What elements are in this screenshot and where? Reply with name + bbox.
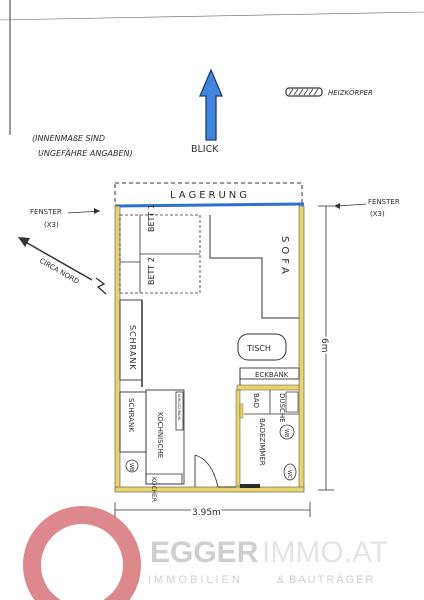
- kitchenette-area: SCHRANK KOCHNISCHE KÜHLSCHRANK KOCHER WB: [119, 389, 185, 502]
- brand-tagline-amp: &: [277, 574, 285, 586]
- table-label: TISCH: [246, 344, 271, 353]
- measurement-note: (INNENMAßE SIND UNGEFÄHRE ANGABEN): [32, 134, 133, 158]
- toilet-icon: [283, 463, 297, 481]
- heater-label: HEIZKÖRPER: [328, 88, 373, 97]
- wash-basin-2-label: WB: [283, 429, 289, 438]
- note-line-1: (INNENMAßE SIND: [32, 134, 105, 143]
- dimension-width: 3.95m: [114, 502, 311, 520]
- bed-area: BETT 1 BETT 2: [119, 204, 201, 294]
- shower-label: DUSCHE: [278, 393, 286, 423]
- corner-bench-label: ECKBANK: [255, 371, 289, 379]
- fridge: [175, 391, 184, 431]
- bathroom-walls: BAD DUSCHE: [235, 384, 300, 487]
- shower-tray: [285, 391, 299, 413]
- bathroom-label: BADEZIMMER: [258, 418, 266, 466]
- bed-1-label: BETT 1: [147, 204, 156, 232]
- sofa-label: SOFA: [279, 236, 290, 278]
- table: TISCH: [237, 333, 287, 361]
- stove: [145, 473, 183, 485]
- brand-tagline-left: IMMOBILIEN: [148, 574, 243, 586]
- kitchenette-label: KOCHNISCHE: [156, 412, 164, 458]
- window-left-annotation: FENSTER (X3): [30, 208, 101, 229]
- wash-basin-2: [279, 424, 295, 440]
- wardrobe-2-label: SCHRANK: [127, 398, 135, 432]
- window-right-count: (X3): [370, 210, 385, 218]
- corner-bench: ECKBANK: [239, 367, 300, 386]
- sofa-area: SOFA: [209, 215, 299, 319]
- view-arrow: BLICK: [191, 68, 223, 155]
- brand-name-light: IMMO.AT: [262, 536, 388, 569]
- view-arrow-label: BLICK: [191, 144, 219, 155]
- circa-north-arrow: CIRCA NORD: [18, 237, 107, 295]
- wash-basin-1: [125, 459, 139, 473]
- brand-name-bold: EGGER: [150, 536, 259, 569]
- brand-logo-icon: [23, 506, 141, 600]
- window-left-label: FENSTER: [30, 208, 62, 216]
- dimension-height: 6m: [317, 205, 334, 491]
- wardrobe-1-label: SCHRANK: [128, 325, 137, 371]
- heater-legend: HEIZKÖRPER: [285, 87, 373, 97]
- window-top: [114, 202, 305, 208]
- note-line-2: UNGEFÄHRE ANGABEN): [38, 148, 133, 158]
- height-dimension-label: 6m: [319, 338, 329, 353]
- stove-label: KOCHER: [150, 477, 157, 502]
- wardrobe-1: SCHRANK: [119, 299, 143, 387]
- width-dimension-label: 3.95m: [192, 508, 221, 518]
- wash-basin-1-label: WB: [128, 463, 134, 472]
- storage-label: LAGERUNG: [170, 190, 250, 201]
- fridge-label: KÜHLSCHRANK: [177, 394, 182, 421]
- window-right-annotation: FENSTER (X3): [334, 198, 400, 218]
- brand-tagline-right: BAUTRÄGER: [289, 574, 375, 586]
- bed-2-label: BETT 2: [147, 257, 156, 285]
- wc-label: WC: [286, 470, 292, 479]
- window-right-label: FENSTER: [368, 198, 400, 206]
- bathroom-area: BADEZIMMER WB WC: [240, 418, 297, 488]
- entry-door: [194, 454, 236, 488]
- arrow-up-icon: [199, 68, 223, 141]
- bath-label: BAD: [252, 393, 260, 408]
- brand-watermark: EGGER IMMO.AT IMMOBILIEN & BAUTRÄGER: [23, 506, 388, 600]
- sheet-edge-top: [0, 11, 424, 21]
- window-left-count: (X3): [44, 221, 59, 229]
- arrow-diagonal-icon: [18, 237, 30, 247]
